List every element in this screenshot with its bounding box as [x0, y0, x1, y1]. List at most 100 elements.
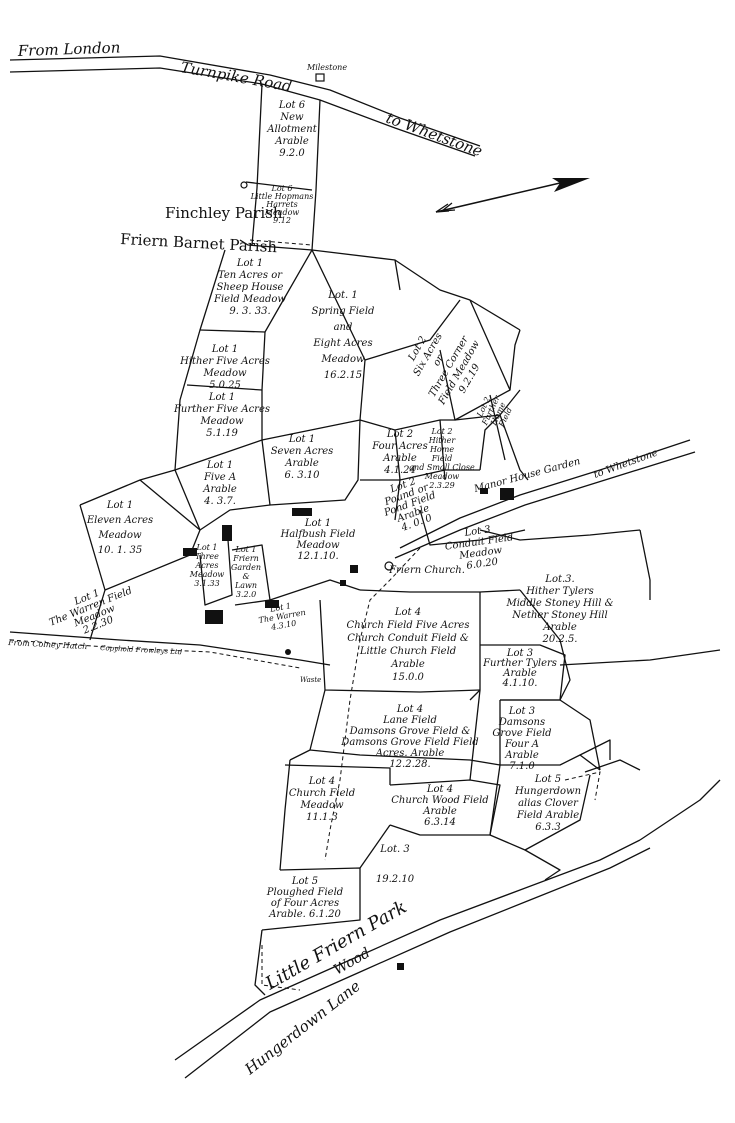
to-whetstone-top-label: to Whetstone [384, 109, 485, 161]
hungerdown-lane-label: Hungerdown Lane [241, 977, 364, 1079]
lot-label-line: Field Arable [516, 810, 579, 821]
lot-label-line: Lot 2 [431, 427, 453, 436]
lot-label-line: Meadow [202, 368, 247, 379]
lot-label-line: 9.12 [273, 216, 291, 225]
lot-label-line: 4. 3.7. [203, 496, 236, 507]
lot-label: Lot. 3 19.2.10 [376, 844, 415, 885]
lot-label-line: Lot 1 [106, 500, 133, 511]
finchley-parish-label: Finchley Parish [165, 204, 283, 222]
lot-label-line: Lane Field [382, 715, 437, 726]
lot-label-line: 20.2.5. [542, 634, 578, 645]
lot-label-line: 4.1.24 [383, 465, 416, 476]
lot-label-line: Arable. 6.1.20 [268, 909, 341, 920]
lot-label-line: Meadow [264, 208, 300, 217]
lot-label-line: Four Acres [371, 441, 427, 452]
lot-label-line: 6. 3.10 [285, 470, 321, 481]
lot-label-line: Lot 1 [288, 434, 315, 445]
lot-label-line: Lot 5 [534, 774, 561, 785]
lot-label-line: Arable [422, 806, 457, 817]
lot-label-line: Meadow [424, 472, 460, 481]
lot-label-line: Further Tylers [482, 658, 557, 669]
lot-label-line: Arable [390, 659, 425, 670]
lot-label-line: Lot. 3 [379, 844, 409, 855]
lot-label-line: Friern [232, 554, 259, 563]
lot-label-line: Arable [284, 458, 319, 469]
friern-barnet-parish-label: Friern Barnet Parish [120, 230, 278, 256]
lot-label-line: Home [429, 445, 454, 454]
lot-label-line: Spring Field [312, 306, 375, 317]
lot-label-line: alias Clover [518, 798, 579, 809]
lot-label-line: 5.0.25 [209, 380, 241, 391]
lot-label-line: & [242, 572, 249, 581]
lot-label-line: Meadow [299, 800, 344, 811]
lot-label-line: 6.3.3 [535, 822, 560, 833]
lot-label-line: 19.2.10 [376, 874, 415, 885]
lot-label-line: 9.2.0 [279, 148, 305, 159]
lanes [9, 239, 721, 1079]
lot-label-line: Hither Tylers [525, 586, 594, 597]
lot-label-line: Church Field [289, 788, 355, 799]
lot-label-line: Grove Field [492, 728, 551, 739]
lot-label-line: Nether Stoney Hill [511, 610, 607, 621]
lot-label-line: Lot 2 [386, 429, 413, 440]
lot-label-line: Lot 4 [426, 784, 453, 795]
lot-label-line: Lot 3 [463, 524, 492, 539]
lot-label-line: Sheep House [217, 282, 284, 293]
lot-label-line: Harrets [265, 200, 297, 209]
lot-label-line: 6.0.20 [466, 556, 500, 571]
lot-label-line: Arable [504, 750, 539, 761]
lot-label-line: 15.0.0 [392, 672, 424, 683]
lot-label-line: Lot 6 [278, 100, 306, 111]
lot-label-line: 11.1.3 [306, 812, 338, 823]
field-boundaries [79, 83, 721, 996]
lot-label-line: Lot 6 [271, 184, 293, 193]
lot-label-line: 5.1.19 [206, 428, 238, 439]
milestone-label: Milestone [306, 63, 347, 72]
copyhold-label: Copyhold Frowleys Ltd [100, 644, 183, 656]
manor-house-garden-label: Manor House Garden [472, 456, 582, 495]
lot-label-line: Field Meadow [213, 294, 286, 305]
lot-label-line: 10. 1. 35 [98, 545, 143, 556]
lot-label-line: Eight Acres [312, 338, 372, 349]
lot-label-line: Four A [504, 739, 539, 750]
lot-label-line: Little Hopmans [250, 192, 314, 201]
lot-label-line: Eleven Acres [86, 515, 153, 526]
turnpike-road-label: Turnpike Road [179, 58, 293, 95]
to-whetstone-east-label: to Whetstone [592, 447, 659, 480]
from-colney-hatch-label: From Colney Hatch [7, 638, 88, 651]
lot-label-line: Lot 3 [508, 706, 535, 717]
lot-label-line: Lot 1 [196, 543, 218, 552]
lot-label-line: Lot. 1 [327, 290, 357, 301]
lot-label-line: Church Wood Field [391, 795, 488, 806]
lot-label-line: Damsons [498, 717, 545, 728]
lot-label-line: 16.2.15 [324, 370, 362, 381]
lot-label-line: Lot 4 [308, 776, 335, 787]
lot-label-line: Church Field Five Acres [347, 620, 470, 631]
lot-label-line: Lot 1 [268, 601, 291, 614]
lot-label-line: Lot 1 [304, 518, 331, 529]
lot-label-line: Church Conduit Field & [347, 633, 469, 644]
lot-label-line: 12.1.10. [297, 551, 338, 562]
turnpike-road [9, 55, 481, 157]
lot-label-line: Meadow [189, 570, 225, 579]
lot-label-line: Lot 3 [506, 648, 533, 659]
lot-label-line: Ploughed Field [266, 887, 343, 898]
